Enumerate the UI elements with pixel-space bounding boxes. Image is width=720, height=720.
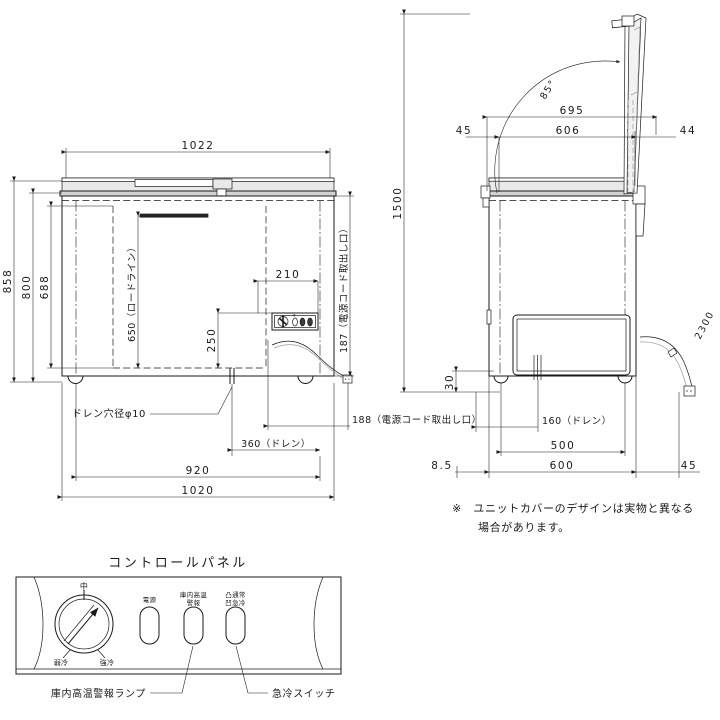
dim-500-label: 500 [551, 440, 576, 452]
dim-1020: 1020 [57, 383, 335, 501]
dim-8-5-label: 8.5 [431, 460, 453, 472]
design-note-line1: ※ ユニットカバーのデザインは実物と異なる [452, 501, 694, 515]
side-legs [493, 375, 633, 384]
dim-44-rear-label: 44 [680, 125, 697, 137]
dim-1022: 1022 [61, 140, 331, 178]
side-lid-open [611, 13, 647, 195]
dial-right-label: 強冷 [100, 658, 115, 667]
dim-858-label: 858 [2, 269, 14, 294]
quick-freeze-label-1: 凸通常 [225, 590, 245, 599]
side-view-group: 1500 [392, 9, 717, 478]
control-panel-group: コントロールパネル 中 弱冷 強冷 電源 庫内高温 警報 [15, 556, 342, 700]
dim-606: 606 [494, 125, 637, 192]
dim-600-label: 600 [550, 460, 575, 472]
side-power-cord: 2300 [639, 309, 717, 397]
dim-695-label: 695 [560, 105, 585, 117]
dim-44-rear: 44 [636, 125, 697, 138]
front-control-box: o [271, 312, 319, 331]
control-panel-callouts: 庫内高温警報ランプ 急冷スイッチ [51, 645, 336, 700]
dim-606-label: 606 [556, 125, 581, 137]
dim-1500: 1500 [392, 9, 500, 393]
callout-quick-freeze-switch: 急冷スイッチ [272, 687, 336, 700]
dim-160-drain: 160（ドレン） [471, 380, 612, 432]
dim-1500-label: 1500 [392, 186, 404, 219]
dial-top-label: 中 [80, 581, 88, 591]
dim-360-drain: 360（ドレン） [227, 384, 321, 456]
design-note: ※ ユニットカバーのデザインは実物と異なる 場合があります。 [452, 501, 694, 534]
callout-drain-hole: ドレン穴径φ10 [72, 386, 233, 420]
dim-45-front-label: 45 [456, 125, 473, 137]
dim-920: 920 [71, 384, 321, 481]
dim-360-label: 360（ドレン） [241, 438, 311, 450]
dim-188: 188（電源コード取出し口） [263, 340, 482, 430]
high-temp-alarm-lamp: 庫内高温 警報 [180, 590, 207, 645]
dim-688: 688 [39, 201, 113, 369]
dim-650-loadline: 650（ロードライン） [126, 211, 208, 369]
dim-800-label: 800 [21, 275, 33, 300]
dim-2300-label: 2300 [693, 309, 717, 341]
dim-858: 858 [2, 176, 62, 383]
dim-695: 695 [482, 105, 658, 191]
callout-drain-hole-label: ドレン穴径φ10 [72, 407, 146, 420]
dim-920-label: 920 [186, 465, 211, 477]
front-drain [229, 368, 235, 384]
side-ventilation-grille [512, 314, 631, 380]
dim-1020-label: 1020 [181, 485, 214, 497]
front-view-group: o 1022 858 800 [2, 140, 482, 501]
high-temp-alarm-label-1: 庫内高温 [180, 590, 207, 599]
front-power-cord [271, 340, 353, 384]
quick-freeze-switch[interactable]: 凸通常 凹急冷 [225, 590, 246, 645]
dim-500: 500 [496, 383, 626, 456]
dim-250: 250 [206, 308, 272, 369]
control-panel-title: コントロールパネル [108, 556, 248, 571]
dim-1022-label: 1022 [181, 140, 214, 152]
dim-210: 210 [253, 269, 319, 313]
front-cabinet-body [61, 195, 335, 377]
high-temp-alarm-label-2: 警報 [187, 598, 201, 607]
svg-text:o: o [293, 313, 296, 318]
dim-688-label: 688 [39, 275, 51, 300]
dim-45-front: 45 [456, 125, 499, 138]
dim-30: 30 [444, 366, 494, 393]
dim-210-label: 210 [276, 269, 301, 281]
dim-250-label: 250 [206, 328, 218, 353]
dim-160-label: 160（ドレン） [542, 415, 612, 427]
dim-45-rear-label: 45 [681, 460, 698, 472]
dim-188-label: 188（電源コード取出し口） [352, 414, 482, 426]
front-legs [67, 375, 314, 384]
dim-187-label: 187（電源コード取出し口） [338, 223, 350, 353]
temperature-dial[interactable]: 中 弱冷 強冷 [54, 581, 115, 667]
dim-base-row: 8.5 600 45 [431, 376, 700, 478]
quick-freeze-label-2: 凹急冷 [225, 598, 246, 607]
power-lamp-label: 電源 [143, 595, 157, 604]
dim-800: 800 [21, 188, 62, 383]
power-lamp: 電源 [139, 595, 160, 645]
dim-30-label: 30 [444, 374, 456, 391]
callout-high-temp-lamp: 庫内高温警報ランプ [51, 687, 146, 700]
design-note-line2: 場合があります。 [478, 520, 570, 534]
dial-left-label: 弱冷 [54, 658, 69, 667]
dim-187: 187（電源コード取出し口） [300, 191, 354, 377]
dim-650-label: 650（ロードライン） [126, 242, 138, 342]
